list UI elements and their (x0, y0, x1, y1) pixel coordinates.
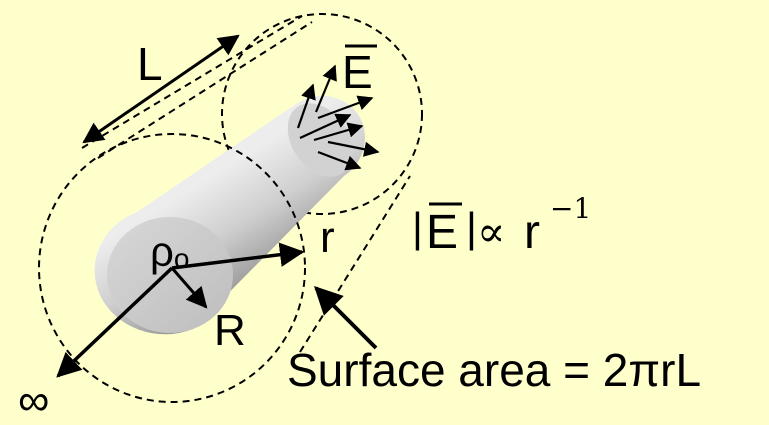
infinity-line (56, 266, 174, 378)
cylinder-radius-label: R (214, 306, 246, 355)
gauss-radius-label: r (320, 213, 335, 262)
proportional-symbol: ∝ (477, 207, 505, 256)
gauss-radius-arrow (171, 242, 305, 270)
surface-area-label: Surface area = 2πrL (287, 344, 701, 396)
charge-density-label: ρo (150, 228, 189, 275)
relation-exponent: −1 (550, 192, 591, 225)
abs-bar-right: | (466, 204, 477, 251)
field-arrows (296, 64, 380, 171)
proportionality-relation: | E | ∝ r −1 (412, 192, 591, 259)
field-arrow (317, 95, 374, 120)
radius-arrows (56, 242, 305, 378)
cylinder-radius-arrow (170, 267, 208, 309)
field-arrow (296, 83, 316, 129)
charge-density-subscript: o (174, 243, 190, 274)
surface-pointer-arrow (314, 286, 378, 350)
charge-density-symbol: ρ (150, 228, 174, 275)
field-arrow (314, 64, 337, 113)
relation-r: r (524, 206, 540, 259)
field-arrow (317, 150, 362, 171)
gaussian-bottom-edge (299, 175, 411, 353)
relation-field-label: E (426, 206, 458, 259)
field-arrow (327, 140, 380, 157)
infinity-label: ∞ (18, 376, 49, 425)
field-arrow (299, 113, 352, 139)
field-arrow (313, 122, 364, 142)
field-label: E (342, 46, 373, 98)
abs-bar-left: | (412, 204, 423, 251)
length-label: L (137, 38, 163, 90)
length-arrow (82, 34, 240, 144)
